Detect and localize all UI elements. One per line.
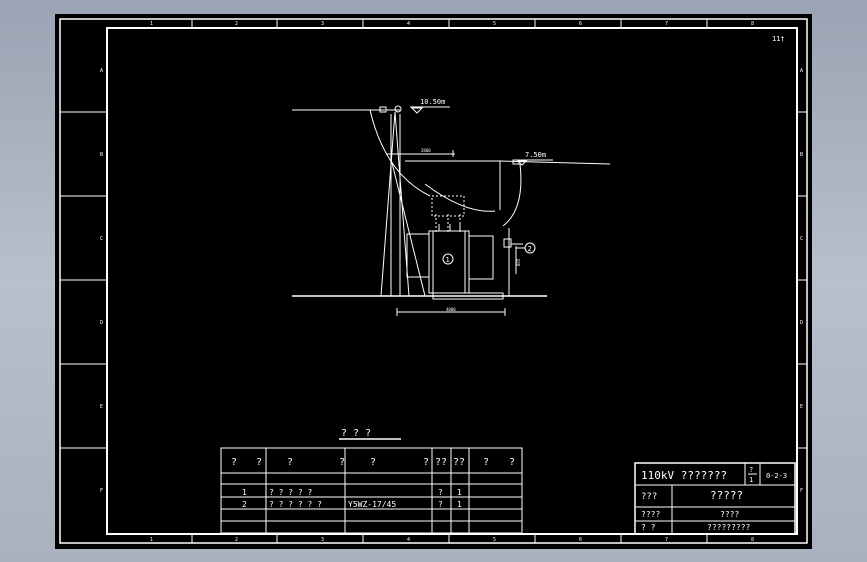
row-label: C xyxy=(800,236,803,242)
row-qty: 1 xyxy=(457,500,462,509)
col-label: 4 xyxy=(407,537,410,543)
inner-frame xyxy=(106,27,798,535)
col-label: 7 xyxy=(665,537,668,543)
parts-table xyxy=(220,447,523,534)
col-label: 1 xyxy=(150,537,153,543)
row-label: C xyxy=(100,236,103,242)
row-no: 1 xyxy=(242,488,247,497)
row-label: F xyxy=(800,488,803,494)
tb-label-3: ? ? xyxy=(641,523,656,532)
header-cell: ? xyxy=(509,457,515,468)
row-model: Y5WZ-17/45 xyxy=(348,500,396,509)
row-name: ? ? ? ? ? xyxy=(269,488,313,497)
cad-viewport[interactable]: 1 2 3 4 5 6 7 8 1 2 3 4 5 6 7 8 A B C D … xyxy=(55,14,812,549)
parts-table-title: ? ? ? xyxy=(341,428,371,439)
header-cell: ? xyxy=(370,457,376,468)
col-label: 4 xyxy=(407,21,410,27)
col-label: 8 xyxy=(751,21,754,27)
col-label: 2 xyxy=(235,537,238,543)
col-label: 6 xyxy=(579,21,582,27)
col-label: 2 xyxy=(235,21,238,27)
row-no: 2 xyxy=(242,500,247,509)
row-label: F xyxy=(100,488,103,494)
drawing-number: 0-2-3 xyxy=(766,472,787,480)
col-label: 1 xyxy=(150,21,153,27)
parts-table-row: 2 ? ? ? ? ? ? Y5WZ-17/45 ? 1 xyxy=(242,500,462,509)
row-label: B xyxy=(100,152,103,158)
callout-1-circle xyxy=(442,253,454,265)
header-cell: ? xyxy=(339,457,345,468)
header-cell: ? xyxy=(483,457,489,468)
row-label: A xyxy=(800,68,803,74)
sheet-fraction-top: ? xyxy=(749,466,753,474)
substation-elevation xyxy=(292,105,611,316)
dimension-vertical: 805 xyxy=(516,258,521,266)
header-cell: ?? xyxy=(435,457,447,468)
col-label: 8 xyxy=(751,537,754,543)
header-cell: ?? xyxy=(453,457,465,468)
col-label: 5 xyxy=(493,537,496,543)
dimension-bottom: 4800 xyxy=(446,307,456,312)
title-block xyxy=(634,462,796,535)
header-cell: ? xyxy=(287,457,293,468)
zone-ticks xyxy=(60,19,807,543)
callout-1: 1 xyxy=(446,256,450,264)
col-label: 6 xyxy=(579,537,582,543)
parts-table-header: ? ? ? ? ? ? ?? ?? ? ? xyxy=(231,457,515,468)
cad-drawing: 1 2 3 4 5 6 7 8 1 2 3 4 5 6 7 8 A B C D … xyxy=(59,18,808,544)
dimension-top: 2800 xyxy=(421,148,431,153)
col-label: 3 xyxy=(321,21,324,27)
level-label-low: 7.50m xyxy=(525,151,546,159)
tb-label-2: ???? xyxy=(641,510,660,519)
col-label: 7 xyxy=(665,21,668,27)
tb-label-1: ??? xyxy=(641,492,657,502)
row-unit: ? xyxy=(438,488,443,497)
row-label: B xyxy=(800,152,803,158)
header-cell: ? xyxy=(231,457,237,468)
tb-value-2: ???? xyxy=(720,510,739,519)
header-cell: ? xyxy=(256,457,262,468)
header-cell: ? xyxy=(423,457,429,468)
col-label: 5 xyxy=(493,21,496,27)
tb-value-1: ????? xyxy=(710,489,743,502)
parts-table-row: 1 ? ? ? ? ? ? 1 xyxy=(242,488,462,497)
row-unit: ? xyxy=(438,500,443,509)
callout-2: 2 xyxy=(528,245,532,253)
row-label: D xyxy=(100,320,103,326)
zone-labels: 1 2 3 4 5 6 7 8 1 2 3 4 5 6 7 8 A B C D … xyxy=(100,21,803,543)
row-label: A xyxy=(100,68,103,74)
row-qty: 1 xyxy=(457,488,462,497)
row-label: D xyxy=(800,320,803,326)
row-label: E xyxy=(800,404,803,410)
col-label: 3 xyxy=(321,537,324,543)
row-label: E xyxy=(100,404,103,410)
project-title: 110kV ??????? xyxy=(641,469,727,482)
page-number: 11† xyxy=(772,35,785,43)
sheet-fraction-bottom: 1 xyxy=(749,476,753,484)
row-name: ? ? ? ? ? ? xyxy=(269,500,322,509)
level-label-high: 10.50m xyxy=(420,98,445,106)
tb-value-3: ????????? xyxy=(707,523,751,532)
outer-border xyxy=(59,18,808,544)
